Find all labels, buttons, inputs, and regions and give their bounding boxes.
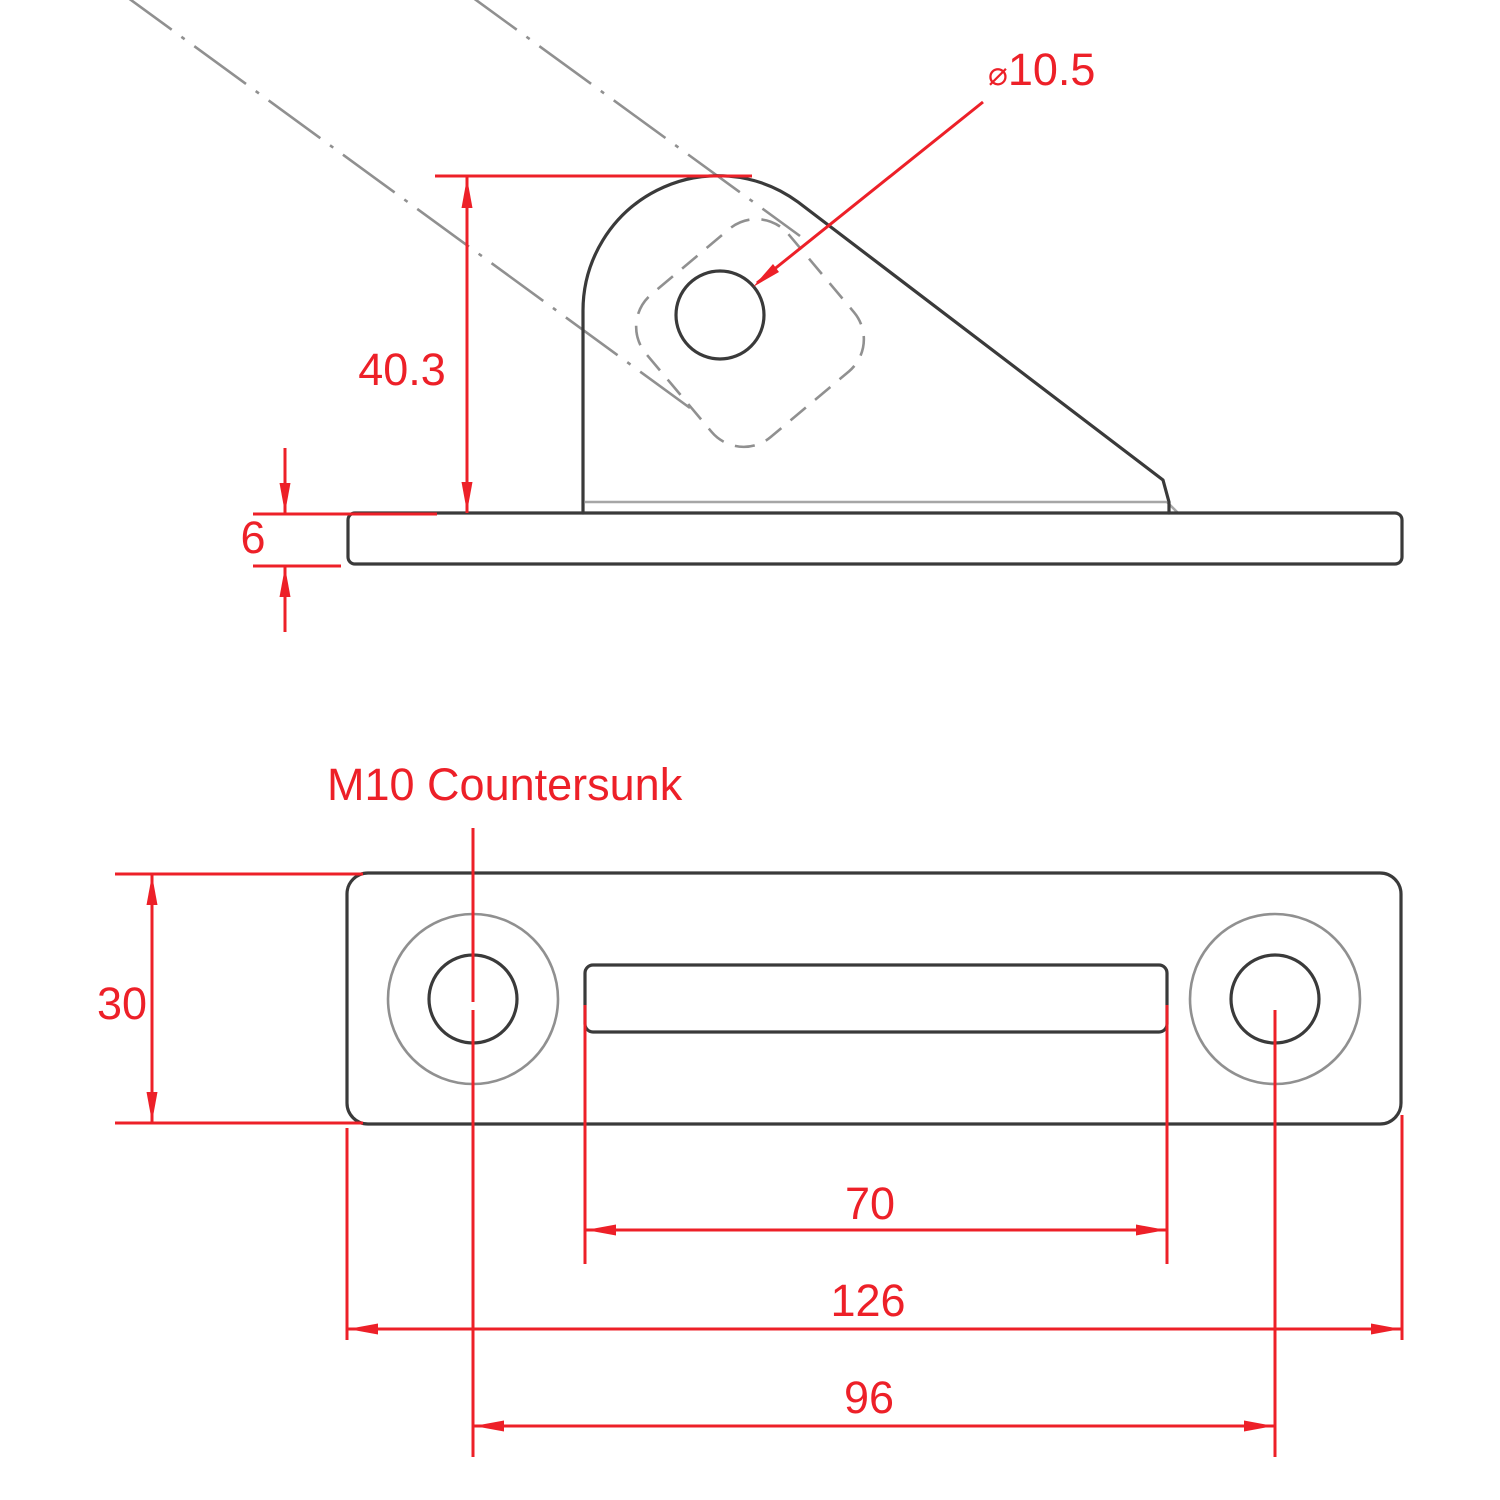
arrowhead-right-icon (1371, 1323, 1401, 1335)
arrowhead-left-icon (348, 1323, 378, 1335)
leader-arrowhead-icon (753, 264, 779, 287)
pivot-hole (674, 269, 766, 361)
diameter-symbol: ⌀ (988, 55, 1008, 92)
arrowhead-right-icon (1136, 1224, 1166, 1236)
countersunk-note-label: M10 Countersunk (327, 759, 683, 810)
hidden-detail-outline (634, 217, 866, 449)
side-elevation-view: 40.3 6 ⌀10.5 (128, 0, 1404, 632)
slot-length-label: 70 (845, 1178, 895, 1229)
slot-outline (583, 963, 1169, 1034)
plate-thickness-label: 6 (240, 512, 265, 563)
dim-slot-length: 70 (583, 1005, 1169, 1264)
centerline-upper-left (128, 0, 691, 410)
gusset-outline (581, 174, 1171, 515)
dim-overall-length: 126 (345, 1115, 1404, 1340)
arrowhead-left-icon (586, 1224, 616, 1236)
dim-plate-thickness: 6 (240, 448, 437, 632)
base-plate-side-outline (346, 511, 1404, 566)
arrowhead-up-icon (461, 178, 473, 208)
centerline-upper-right (473, 0, 801, 238)
arrowhead-down-icon (461, 482, 473, 512)
dim-hole-spacing: 96 (471, 1010, 1277, 1457)
countersunk-note: M10 Countersunk (327, 759, 683, 1002)
arrowhead-up-icon (279, 567, 291, 597)
hole-diameter-label: ⌀10.5 (988, 44, 1095, 95)
dim-gusset-height: 40.3 (358, 174, 752, 513)
arrowhead-down-icon (279, 483, 291, 513)
hole-spacing-label: 96 (844, 1372, 894, 1423)
plan-view: M10 Countersunk 30 70 (97, 759, 1404, 1457)
dim-hole-diameter: ⌀10.5 (753, 44, 1095, 287)
arrowhead-down-icon (146, 1092, 158, 1122)
arrowhead-right-icon (1244, 1420, 1274, 1432)
arrowhead-up-icon (146, 875, 158, 905)
hole-diameter-value: 10.5 (1008, 44, 1096, 95)
arrowhead-left-icon (474, 1420, 504, 1432)
gusset-height-label: 40.3 (358, 344, 446, 395)
overall-length-label: 126 (830, 1275, 905, 1326)
dim-plate-width: 30 (97, 872, 363, 1125)
leader-line (756, 100, 984, 285)
plate-width-label: 30 (97, 978, 147, 1029)
base-plate-plan-outline (345, 871, 1403, 1126)
